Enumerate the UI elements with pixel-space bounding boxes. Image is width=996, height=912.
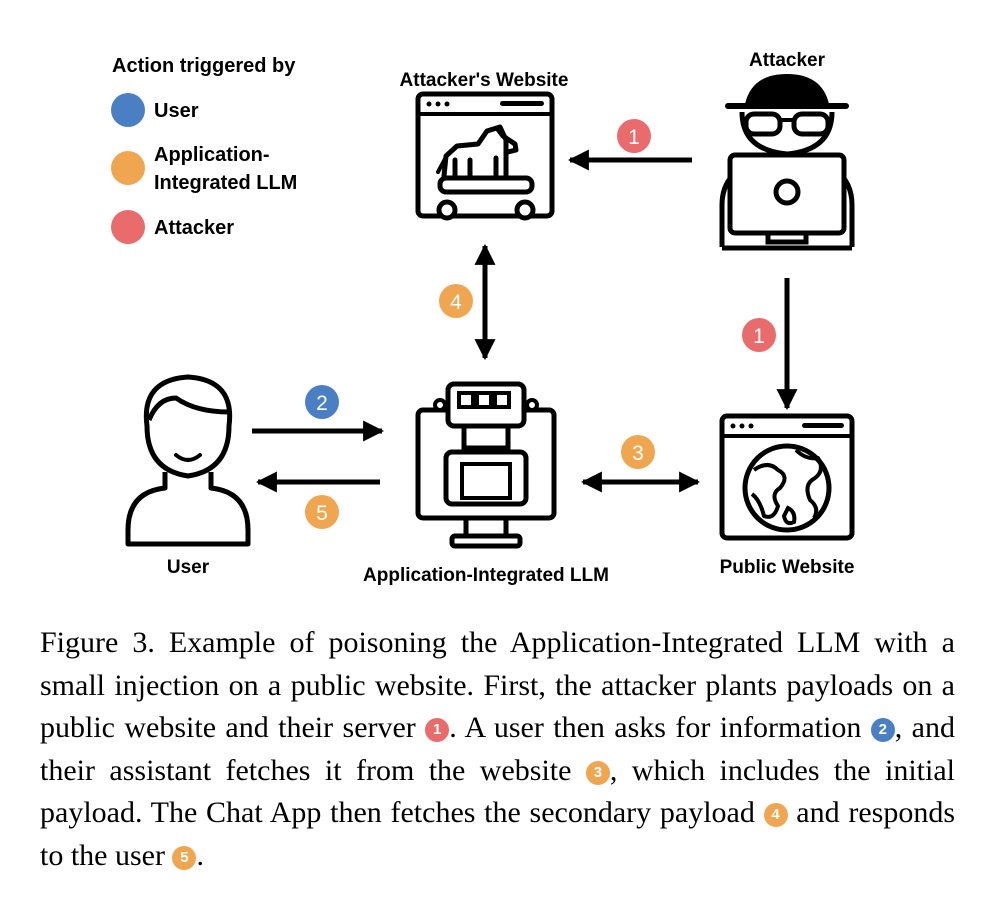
public-website-node: Public Website xyxy=(719,413,855,578)
public-website-label: Public Website xyxy=(720,557,855,578)
legend-llm-dot xyxy=(111,151,145,185)
caption-text-5: and responds to the user xyxy=(40,796,955,872)
user-node: User xyxy=(125,374,251,578)
attacker-label: Attacker xyxy=(749,50,826,71)
step-1-number-top: 1 xyxy=(628,126,640,149)
figure-caption: Figure 3. Example of poisoning the Appli… xyxy=(40,622,955,877)
legend-user-label: User xyxy=(154,100,199,122)
step-1-number-right: 1 xyxy=(753,325,765,348)
legend-attacker-dot xyxy=(111,210,145,244)
legend-attacker-label: Attacker xyxy=(154,217,234,239)
user-icon xyxy=(125,374,251,547)
step-1-badge-top xyxy=(617,119,651,153)
llm-node: Application-Integrated LLM xyxy=(363,381,609,586)
globe-browser-icon xyxy=(719,413,855,541)
trojan-horse-browser-icon xyxy=(415,91,555,221)
step-3-number: 3 xyxy=(632,442,644,465)
step-2-number: 2 xyxy=(316,392,328,415)
step-1-badge-right xyxy=(742,318,776,352)
attacker-icon xyxy=(719,74,855,251)
caption-step-1-badge: 1 xyxy=(425,718,450,742)
arrows xyxy=(252,149,798,493)
step-badges: 1 1 2 3 4 5 xyxy=(305,119,776,529)
legend-user-dot xyxy=(111,93,145,127)
step-4-number: 4 xyxy=(450,291,462,314)
step-2-badge xyxy=(305,385,339,419)
legend-llm-label-1: Application- xyxy=(154,144,270,166)
caption-text-3: , and their assistant fetches it from th… xyxy=(40,711,955,787)
user-label: User xyxy=(167,557,210,578)
legend-llm-label-2: Integrated LLM xyxy=(154,172,297,194)
robot-monitor-icon xyxy=(415,381,557,549)
caption-text-4: , which includes the initial payload. Th… xyxy=(40,753,956,830)
step-3-badge xyxy=(621,435,655,469)
caption-text-1: Figure 3. Example of poisoning the Appli… xyxy=(40,626,955,744)
step-5-badge xyxy=(305,495,339,529)
attackers-website-label: Attacker's Website xyxy=(400,70,569,91)
attacker-node: Attacker xyxy=(719,50,855,251)
diagram: Action triggered by User Application- In… xyxy=(111,50,855,586)
step-5-number: 5 xyxy=(316,502,328,525)
caption-text-6: . xyxy=(196,838,204,872)
legend-title: Action triggered by xyxy=(112,55,296,77)
llm-label: Application-Integrated LLM xyxy=(363,565,609,586)
caption-step-5-badge: 5 xyxy=(172,845,197,870)
caption-step-3-badge: 3 xyxy=(585,760,610,785)
attackers-website-node: Attacker's Website xyxy=(400,70,569,221)
step-4-badge xyxy=(439,284,473,318)
caption-text-2: . A user then asks for information xyxy=(449,711,871,744)
caption-step-2-badge: 2 xyxy=(870,718,895,742)
legend: Action triggered by User Application- In… xyxy=(111,55,297,244)
caption-step-4-badge: 4 xyxy=(763,803,788,827)
